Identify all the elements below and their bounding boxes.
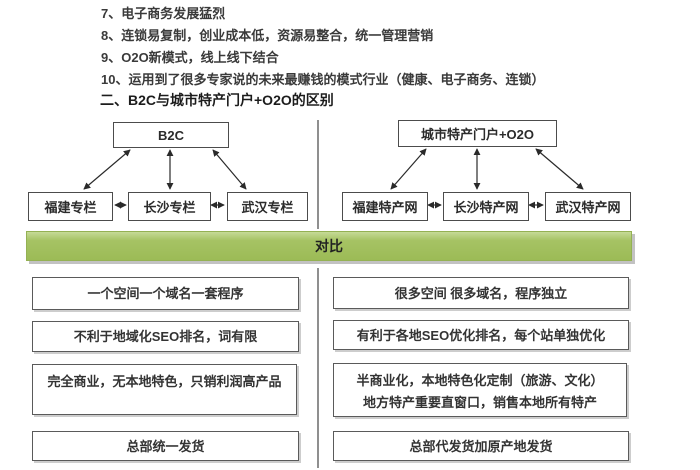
- intro-list-item: 7、电子商务发展猛烈: [101, 6, 226, 21]
- column-divider-bottom: [317, 268, 319, 468]
- compare-right-row: 半商业化，本地特色化定制（旅游、文化） 地方特产重要直窗口，销售本地所有特产: [333, 363, 627, 417]
- compare-left-row: 总部统一发货: [32, 431, 299, 461]
- node-changsha-column: 长沙专栏: [128, 192, 211, 221]
- node-fujian-specialty-site: 福建特产网: [342, 192, 428, 221]
- intro-list-item: 10、运用到了很多专家说的未来最赚钱的模式行业（健康、电子商务、连锁）: [101, 72, 545, 87]
- compare-left-row: 一个空间一个域名一套程序: [32, 277, 299, 310]
- node-fujian-column: 福建专栏: [28, 192, 113, 221]
- compare-right-row: 很多空间 很多域名，程序独立: [333, 277, 629, 309]
- compare-right-row-line: 地方特产重要直窗口，销售本地所有特产: [362, 395, 597, 410]
- compare-left-row: 不利于地域化SEO排名，词有限: [32, 321, 299, 352]
- arrow-right-root-to-child1: [390, 148, 427, 190]
- compare-left-row: 完全商业，无本地特色，只销利润高产品: [32, 364, 297, 415]
- node-city-portal-root: 城市特产门户+O2O: [398, 120, 557, 147]
- node-changsha-specialty-site: 长沙特产网: [443, 192, 529, 221]
- intro-list: 7、电子商务发展猛烈 8、连锁易复制，创业成本低，资源易整合，统一管理营销 9、…: [101, 3, 661, 91]
- column-divider-top: [317, 120, 319, 229]
- compare-right-row-line: 半商业化，本地特色化定制（旅游、文化）: [356, 373, 604, 388]
- node-b2c-root: B2C: [113, 122, 229, 148]
- section-heading: 二、B2C与城市特产门户+O2O的区别: [100, 92, 334, 108]
- node-wuhan-column: 武汉专栏: [227, 192, 308, 221]
- arrow-left-root-to-child3: [212, 149, 247, 190]
- intro-list-item: 8、连锁易复制，创业成本低，资源易整合，统一管理营销: [101, 28, 434, 43]
- compare-right-row: 有利于各地SEO优化排名，每个站单独优化: [333, 320, 629, 350]
- compare-right-row: 总部代发货加原产地发货: [333, 431, 629, 461]
- intro-list-item: 9、O2O新模式，线上线下结合: [101, 50, 279, 65]
- arrow-left-root-to-child1: [83, 149, 131, 190]
- node-wuhan-specialty-site: 武汉特产网: [545, 192, 631, 221]
- compare-banner: 对比: [26, 231, 632, 261]
- arrow-right-root-to-child3: [535, 148, 584, 190]
